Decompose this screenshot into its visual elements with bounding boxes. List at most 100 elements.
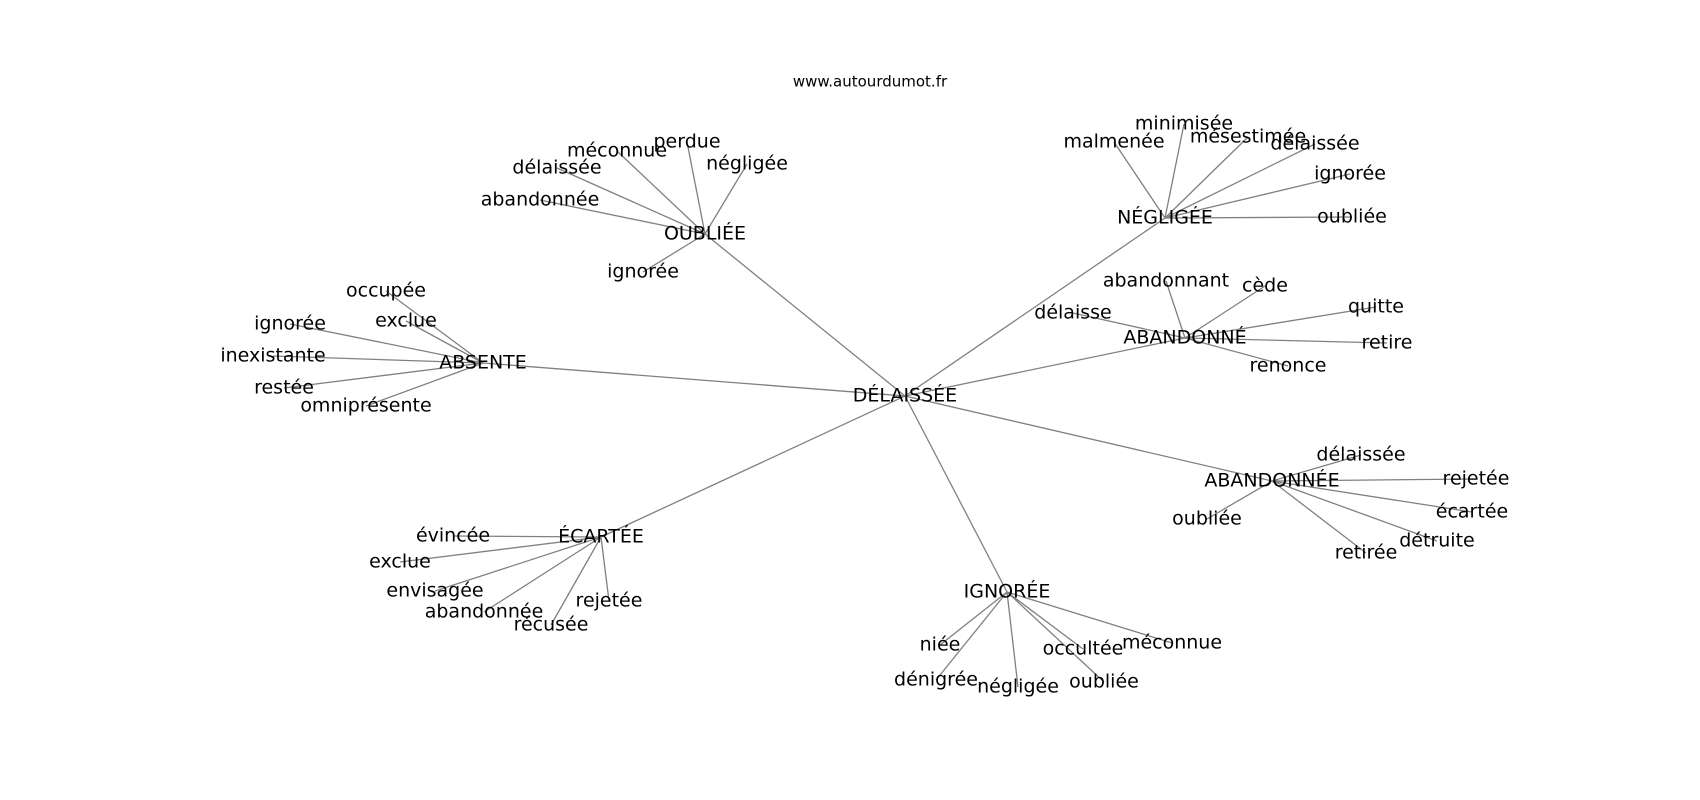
leaf-word[interactable]: exclue xyxy=(375,310,437,332)
leaf-word[interactable]: abandonnant xyxy=(1103,270,1229,292)
leaf-word[interactable]: délaissée xyxy=(1316,444,1405,466)
edge-abandonnee-leaf xyxy=(1206,480,1273,520)
edge-ecartee-leaf xyxy=(550,536,602,626)
edge-ecartee-leaf xyxy=(399,536,602,563)
edge-abandonnee-leaf xyxy=(1271,454,1362,482)
edge-ignoree-leaf xyxy=(1006,591,1105,683)
leaf-word[interactable]: oubliée xyxy=(1172,508,1242,530)
cluster-word-absente[interactable]: ABSENTE xyxy=(439,352,527,374)
edge-negligee-leaf xyxy=(1113,141,1166,219)
leaf-word[interactable]: inexistante xyxy=(220,345,325,367)
leaf-word[interactable]: perdue xyxy=(653,131,720,153)
edge-ignoree-leaf xyxy=(939,591,1008,646)
leaf-word[interactable]: renonce xyxy=(1250,355,1327,377)
edge-negligee-leaf xyxy=(1164,136,1249,219)
leaf-word[interactable]: rejetée xyxy=(1443,468,1510,490)
edge-center-ecartee xyxy=(600,395,906,538)
leaf-word[interactable]: exclue xyxy=(369,551,431,573)
leaf-word[interactable]: évincée xyxy=(416,525,490,547)
leaf-word[interactable]: récusée xyxy=(514,614,589,636)
leaf-word[interactable]: restée xyxy=(254,377,314,399)
edge-abandonnee-leaf xyxy=(1271,480,1438,542)
leaf-word[interactable]: ignorée xyxy=(1314,163,1386,185)
cluster-word-oubliee[interactable]: OUBLIÉE xyxy=(664,222,746,245)
edge-abandonnee-leaf xyxy=(1271,480,1473,513)
edge-oubliee-leaf xyxy=(704,163,748,235)
edge-oubliee-leaf xyxy=(556,167,706,235)
edge-negligee-leaf xyxy=(1164,216,1353,219)
edge-center-abandonne xyxy=(904,337,1186,397)
leaf-word[interactable]: omniprésente xyxy=(300,395,431,417)
edge-ecartee-leaf xyxy=(600,536,610,602)
edge-abandonnee-leaf xyxy=(1271,478,1477,482)
edge-abandonne-leaf xyxy=(1072,312,1186,339)
edge-abandonne-leaf xyxy=(1165,280,1186,339)
edge-negligee-leaf xyxy=(1164,123,1185,219)
leaf-word[interactable]: ignorée xyxy=(254,313,326,335)
source-watermark: www.autourdumot.fr xyxy=(793,73,948,91)
edge-ecartee-leaf xyxy=(434,536,602,592)
edge-negligee-leaf xyxy=(1164,173,1351,219)
leaf-word[interactable]: occultée xyxy=(1043,638,1124,660)
edge-center-absente xyxy=(482,362,906,397)
edge-absente-leaf xyxy=(289,323,484,364)
leaf-word[interactable]: oubliée xyxy=(1317,206,1387,228)
edge-oubliee-leaf xyxy=(686,141,706,235)
leaf-word[interactable]: retire xyxy=(1362,332,1413,354)
edge-abandonne-leaf xyxy=(1184,306,1377,339)
edge-center-ignoree xyxy=(904,395,1008,593)
leaf-word[interactable]: cède xyxy=(1242,275,1288,297)
leaf-word[interactable]: minimisée xyxy=(1135,113,1233,135)
edge-center-negligee xyxy=(904,217,1166,397)
edge-ecartee-leaf xyxy=(452,535,602,538)
edge-center-oubliee xyxy=(704,233,906,397)
leaf-word[interactable]: dénigrée xyxy=(894,669,978,691)
leaf-word[interactable]: méconnue xyxy=(1122,632,1222,654)
edge-ignoree-leaf xyxy=(1006,591,1173,644)
leaf-word[interactable]: mésestimée xyxy=(1190,126,1306,148)
leaf-word[interactable]: rejetée xyxy=(576,590,643,612)
leaf-word[interactable]: ignorée xyxy=(607,261,679,283)
leaf-word[interactable]: délaissée xyxy=(1270,133,1359,155)
edge-negligee-leaf xyxy=(1164,143,1316,219)
leaf-word[interactable]: envisagée xyxy=(386,580,483,602)
cluster-word-abandonne[interactable]: ABANDONNÉ xyxy=(1123,326,1246,349)
edge-absente-leaf xyxy=(283,362,484,389)
leaf-word[interactable]: détruite xyxy=(1399,530,1474,552)
edge-oubliee-leaf xyxy=(642,233,706,273)
leaf-word[interactable]: négligée xyxy=(706,153,788,175)
leaf-word[interactable]: délaisse xyxy=(1034,302,1111,324)
edge-ignoree-leaf xyxy=(1006,591,1019,688)
cluster-word-ignoree[interactable]: IGNORÉE xyxy=(964,580,1051,603)
edge-abandonnee-leaf xyxy=(1271,480,1367,554)
edge-center-abandonnee xyxy=(904,395,1273,482)
leaf-word[interactable]: malmenée xyxy=(1063,131,1164,153)
leaf-word[interactable]: abandonnée xyxy=(425,601,544,623)
edge-absente-leaf xyxy=(385,290,484,364)
edge-absente-leaf xyxy=(405,320,484,364)
leaf-word[interactable]: négligée xyxy=(977,676,1059,698)
cluster-word-negligee[interactable]: NÉGLIGÉE xyxy=(1117,206,1213,229)
edge-absente-leaf xyxy=(365,362,484,407)
leaf-word[interactable]: oubliée xyxy=(1069,671,1139,693)
cluster-word-abandonnee[interactable]: ABANDONNÉE xyxy=(1204,469,1339,492)
edge-abandonne-leaf xyxy=(1184,285,1266,339)
edge-ignoree-leaf xyxy=(935,591,1008,681)
cluster-word-ecartee[interactable]: ÉCARTÉE xyxy=(558,525,644,548)
edge-ecartee-leaf xyxy=(483,536,602,613)
edge-ignoree-leaf xyxy=(1006,591,1084,650)
edges-layer xyxy=(272,123,1477,688)
leaf-word[interactable]: abandonnée xyxy=(481,189,600,211)
leaf-word[interactable]: écartée xyxy=(1436,501,1508,523)
leaf-word[interactable]: occupée xyxy=(346,280,426,302)
leaf-word[interactable]: délaissée xyxy=(512,157,601,179)
edge-abandonne-leaf xyxy=(1184,337,1388,344)
leaf-word[interactable]: niée xyxy=(920,634,961,656)
leaf-word[interactable]: méconnue xyxy=(567,140,667,162)
leaf-word[interactable]: quitte xyxy=(1348,296,1404,318)
leaf-word[interactable]: retirée xyxy=(1335,542,1398,564)
center-word[interactable]: DÉLAISSÉE xyxy=(853,384,957,407)
edge-oubliee-leaf xyxy=(539,199,706,235)
